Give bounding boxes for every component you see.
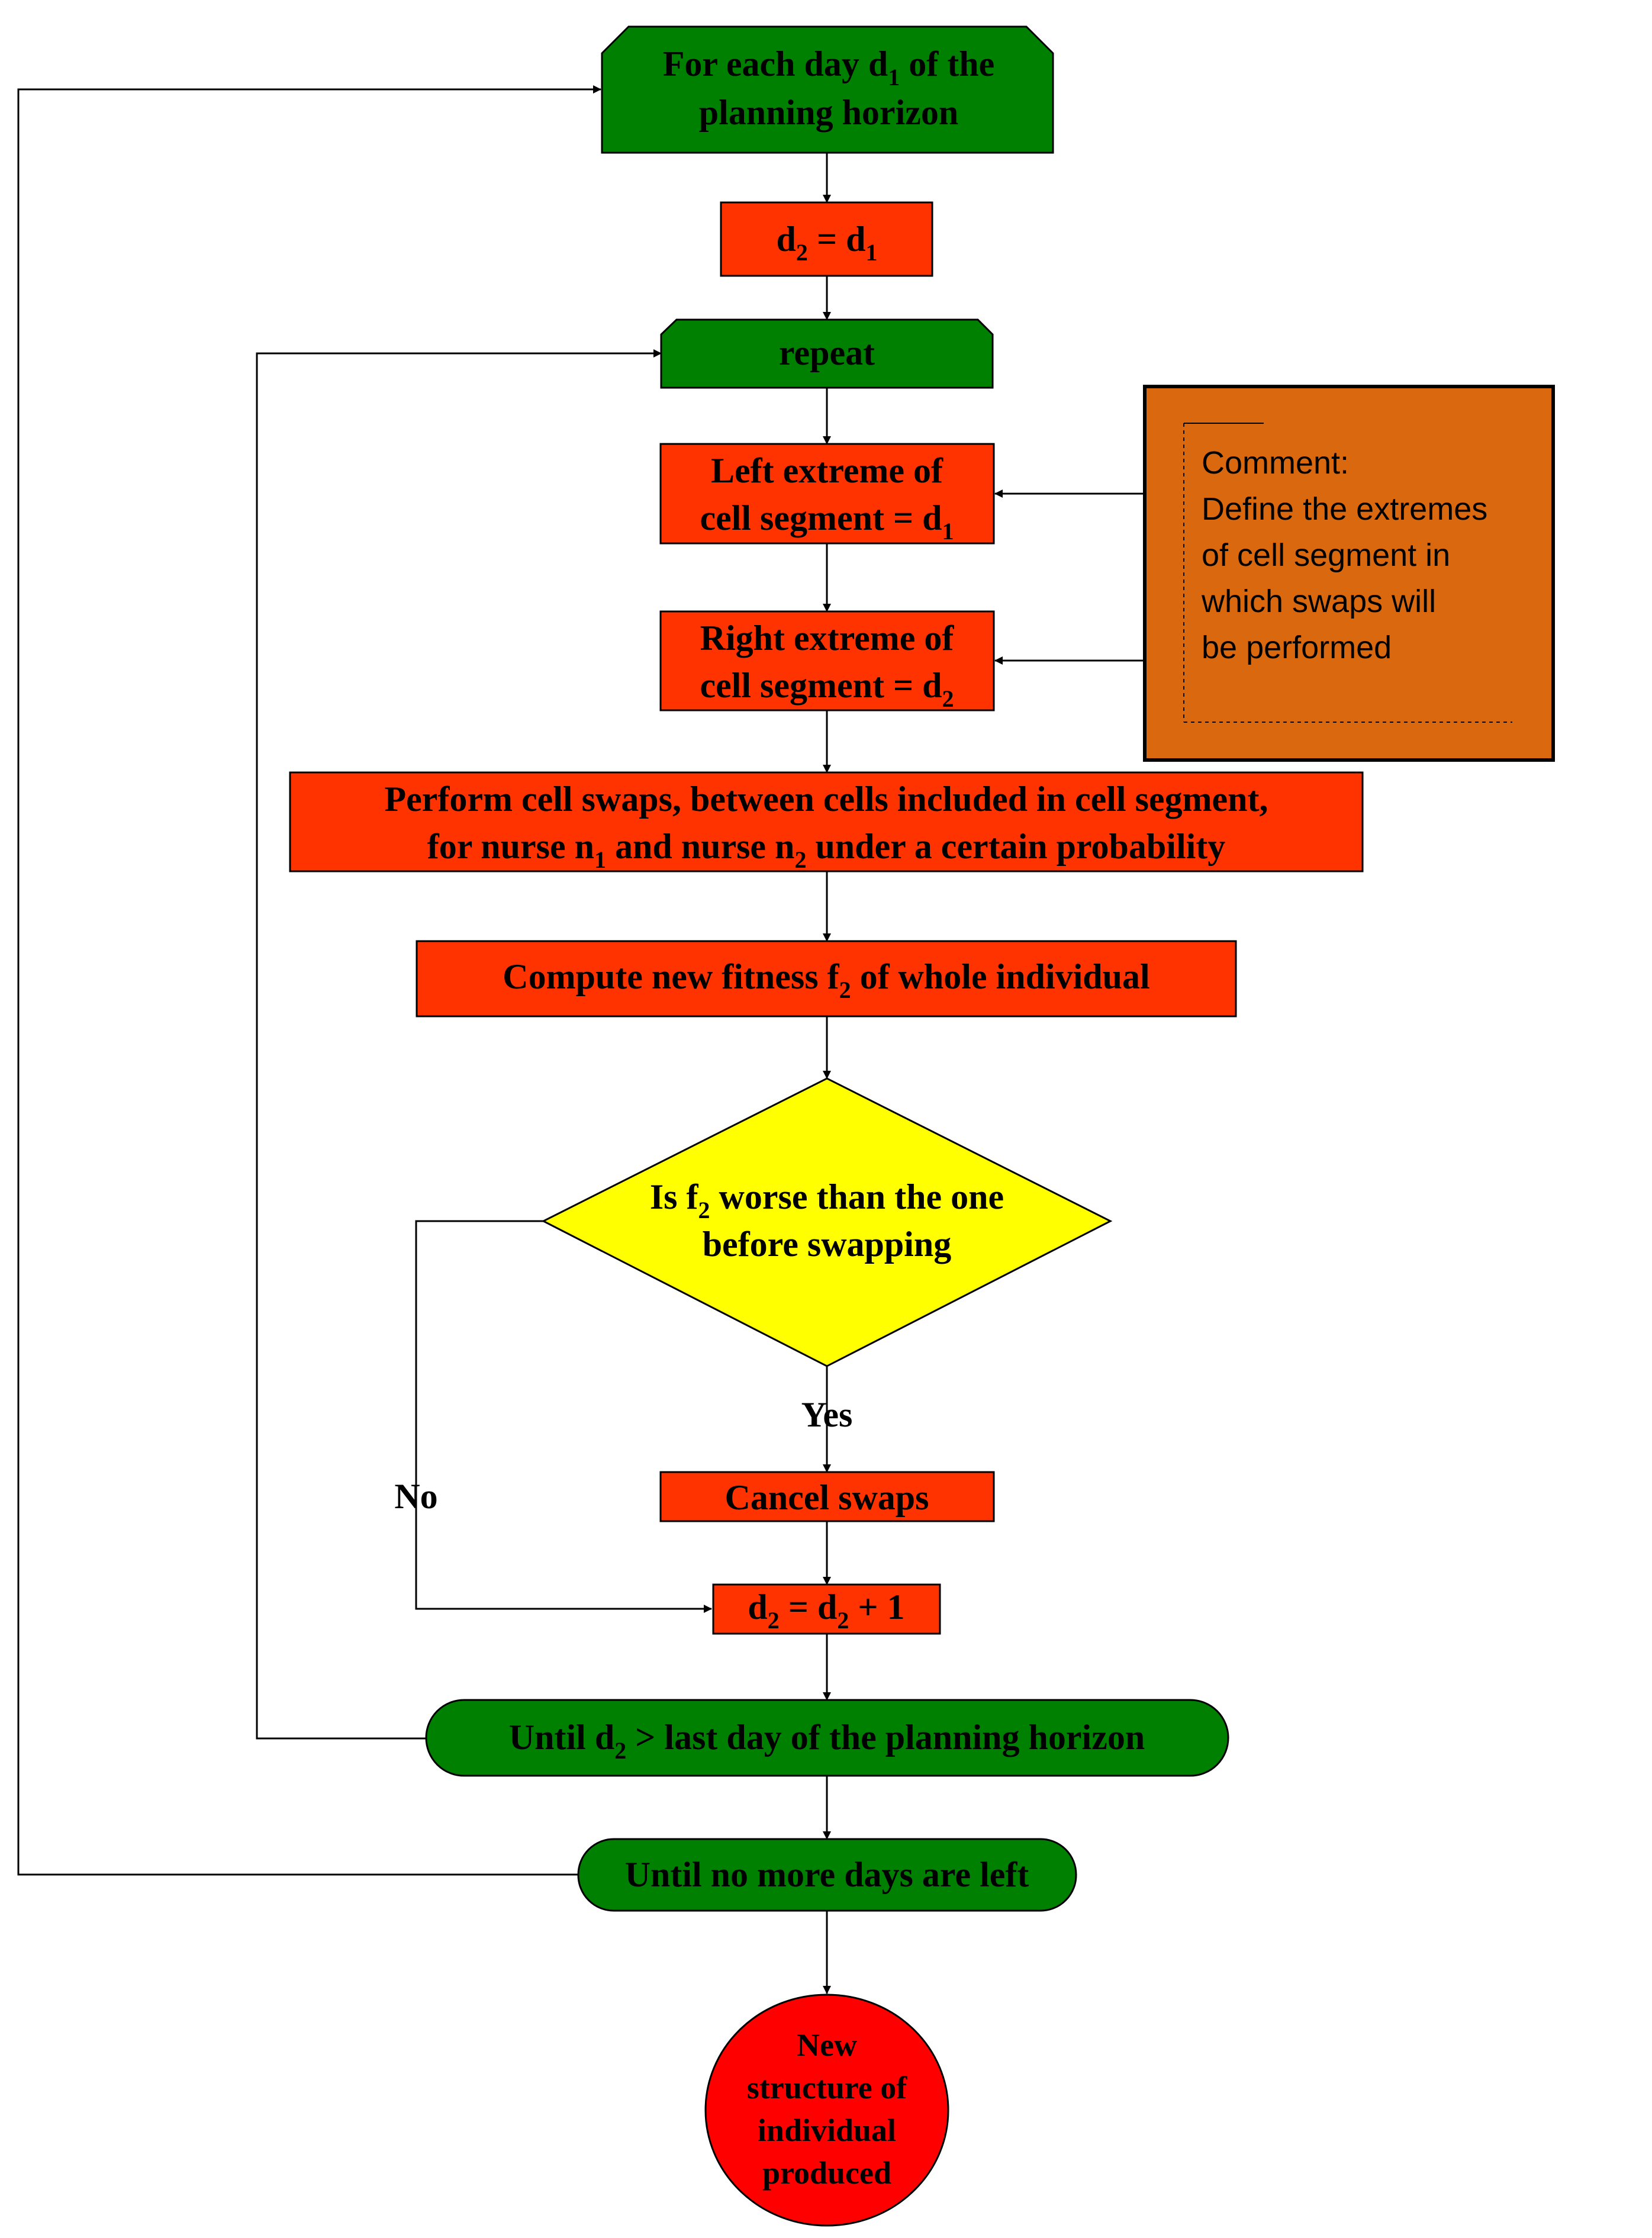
svg-text:for nurse n1 and nurse n2 unde: for nurse n1 and nurse n2 under a certai… — [427, 827, 1226, 873]
process-increment-d2: d2 = d2 + 1 — [712, 1583, 941, 1635]
svg-text:planning horizon: planning horizon — [699, 93, 959, 132]
edge-outer-loop-back — [17, 85, 601, 1876]
svg-text:be performed: be performed — [1202, 630, 1392, 665]
process-compute-fitness: Compute new fitness f2 of whole individu… — [416, 940, 1237, 1017]
svg-text:Left extreme of: Left extreme of — [711, 451, 943, 490]
svg-text:d2 = d2 + 1: d2 = d2 + 1 — [748, 1587, 904, 1634]
end-node-new-structure: New structure of individual produced — [704, 1994, 949, 2227]
edge-label-no: No — [394, 1477, 437, 1516]
svg-text:Perform cell swaps, between ce: Perform cell swaps, between cells includ… — [384, 780, 1268, 819]
svg-text:Comment:: Comment: — [1202, 445, 1349, 481]
svg-text:Compute new fitness f2 of whol: Compute new fitness f2 of whole individu… — [503, 957, 1149, 1003]
process-right-extreme: Right extreme of cell segment = d2 — [659, 610, 995, 712]
loop-end-until-d2: Until d2 > last day of the planning hori… — [425, 1699, 1229, 1777]
start-node-for-each-day: For each day d1 of the planning horizon — [601, 25, 1054, 154]
edge-no-branch — [415, 1220, 712, 1613]
svg-text:d2 = d1: d2 = d1 — [777, 220, 878, 266]
svg-text:cell segment = d2: cell segment = d2 — [700, 666, 954, 712]
svg-text:repeat: repeat — [779, 333, 875, 372]
svg-text:before swapping: before swapping — [703, 1225, 952, 1264]
svg-text:Until d2 > last day of the pla: Until d2 > last day of the planning hori… — [509, 1718, 1145, 1764]
edges — [17, 85, 1145, 1994]
svg-text:of cell segment in: of cell segment in — [1202, 537, 1450, 573]
process-init-d2: d2 = d1 — [720, 201, 933, 277]
process-perform-swaps: Perform cell swaps, between cells includ… — [289, 771, 1364, 873]
svg-text:Right extreme of: Right extreme of — [700, 619, 955, 658]
svg-text:cell segment = d1: cell segment = d1 — [700, 498, 954, 545]
svg-text:structure of: structure of — [747, 2070, 907, 2105]
svg-text:Until no more days are left: Until no more days are left — [625, 1855, 1029, 1894]
loop-end-until-no-days: Until no more days are left — [577, 1838, 1077, 1912]
svg-text:which swaps will: which swaps will — [1201, 584, 1436, 619]
edge-label-yes: Yes — [801, 1395, 853, 1434]
process-left-extreme: Left extreme of cell segment = d1 — [659, 443, 995, 545]
edge-inner-loop-back — [256, 349, 662, 1740]
svg-text:individual: individual — [758, 2113, 896, 2148]
svg-text:For each day d1 of the: For each day d1 of the — [663, 44, 995, 91]
svg-text:Is f2 worse than the one: Is f2 worse than the one — [650, 1177, 1004, 1223]
svg-text:New: New — [797, 2027, 857, 2063]
decision-fitness-worse: Is f2 worse than the one before swapping — [541, 1077, 1113, 1367]
svg-text:produced: produced — [762, 2155, 891, 2191]
process-cancel-swaps: Cancel swaps — [659, 1471, 995, 1522]
comment-box: Comment: Define the extremes of cell seg… — [1143, 385, 1555, 762]
loop-start-repeat: repeat — [660, 318, 994, 389]
svg-text:Cancel swaps: Cancel swaps — [724, 1478, 929, 1517]
svg-text:Define the extremes: Define the extremes — [1202, 491, 1487, 527]
